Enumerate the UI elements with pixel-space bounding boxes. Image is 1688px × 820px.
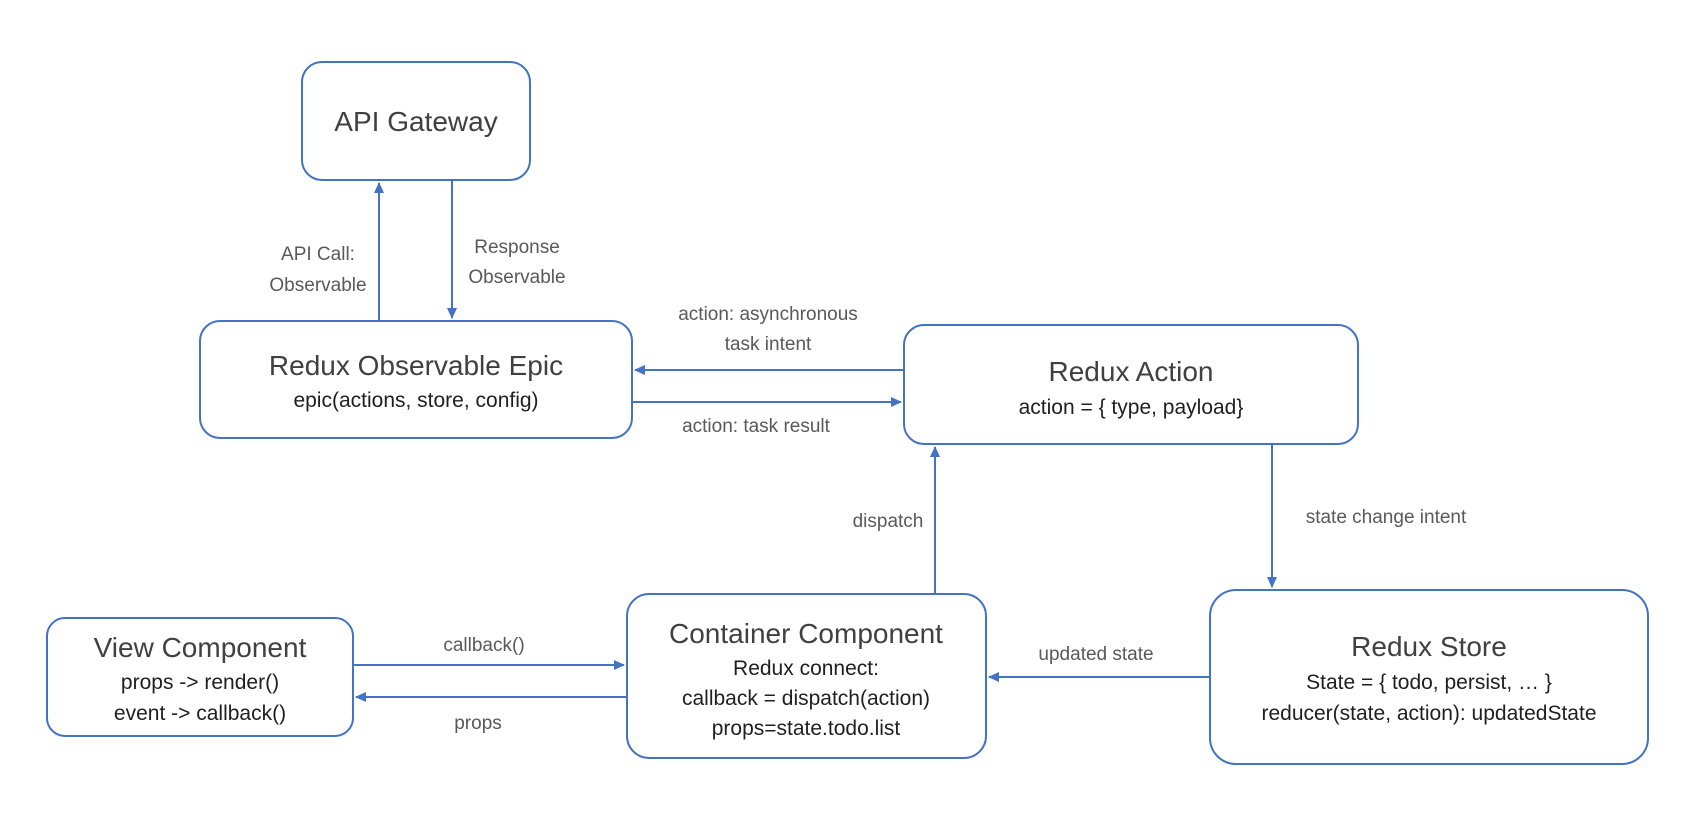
node-view-line-2: event -> callback() <box>114 702 286 725</box>
node-container-line-1: Redux connect: <box>733 657 879 680</box>
node-redux-store: Redux Store State = { todo, persist, … }… <box>1209 589 1649 765</box>
node-container-box <box>626 593 987 759</box>
node-action-title: Redux Action <box>1049 356 1214 387</box>
edge-api-call: API Call: Observable <box>269 182 384 321</box>
node-store-title: Redux Store <box>1351 631 1507 662</box>
edge-props: props <box>355 692 627 734</box>
node-view-title: View Component <box>94 632 307 663</box>
node-epic-title: Redux Observable Epic <box>269 350 563 381</box>
node-container-line-2: callback = dispatch(action) <box>682 687 930 710</box>
node-view-component: View Component props -> render() event -… <box>46 617 354 737</box>
edge-updated-state: updated state <box>988 644 1210 682</box>
edge-async-task-intent-label-1: action: asynchronous <box>678 304 858 325</box>
node-redux-observable-epic: Redux Observable Epic epic(actions, stor… <box>199 320 633 439</box>
node-store-line-1: State = { todo, persist, … } <box>1306 671 1552 694</box>
node-epic-line: epic(actions, store, config) <box>293 389 538 412</box>
edge-response-label-2: Observable <box>468 267 565 288</box>
edge-dispatch: dispatch <box>853 446 940 594</box>
node-action-box <box>903 324 1359 445</box>
edge-response: Response Observable <box>447 180 566 319</box>
edge-api-call-label-2: Observable <box>269 275 366 296</box>
node-api-gateway-box <box>301 61 531 181</box>
node-container-line-3: props=state.todo.list <box>712 717 901 740</box>
node-api-gateway-title: API Gateway <box>334 106 497 137</box>
node-container-title: Container Component <box>669 618 943 649</box>
edge-async-task-intent-label-2: task intent <box>725 334 812 355</box>
edge-task-result-label: action: task result <box>682 416 831 437</box>
edge-task-result: action: task result <box>632 397 902 437</box>
node-view-box <box>46 617 354 737</box>
edge-callback-label: callback() <box>443 635 524 656</box>
node-container-component: Container Component Redux connect: callb… <box>626 593 987 759</box>
edge-updated-state-label: updated state <box>1038 644 1153 665</box>
edge-props-label: props <box>454 713 502 734</box>
edge-state-change-intent-label: state change intent <box>1306 507 1467 528</box>
node-api-gateway: API Gateway <box>301 61 531 181</box>
edge-async-task-intent: action: asynchronous task intent <box>634 304 904 375</box>
node-view-line-1: props -> render() <box>121 671 279 694</box>
edge-response-label-1: Response <box>474 237 560 258</box>
node-redux-action: Redux Action action = { type, payload} <box>903 324 1359 445</box>
edge-api-call-label-1: API Call: <box>281 244 355 265</box>
edge-callback: callback() <box>353 635 625 670</box>
node-store-line-2: reducer(state, action): updatedState <box>1261 702 1596 725</box>
edge-state-change-intent: state change intent <box>1267 444 1467 588</box>
node-epic-box <box>199 320 633 439</box>
edge-dispatch-label: dispatch <box>853 511 924 532</box>
node-action-line: action = { type, payload} <box>1019 396 1244 419</box>
